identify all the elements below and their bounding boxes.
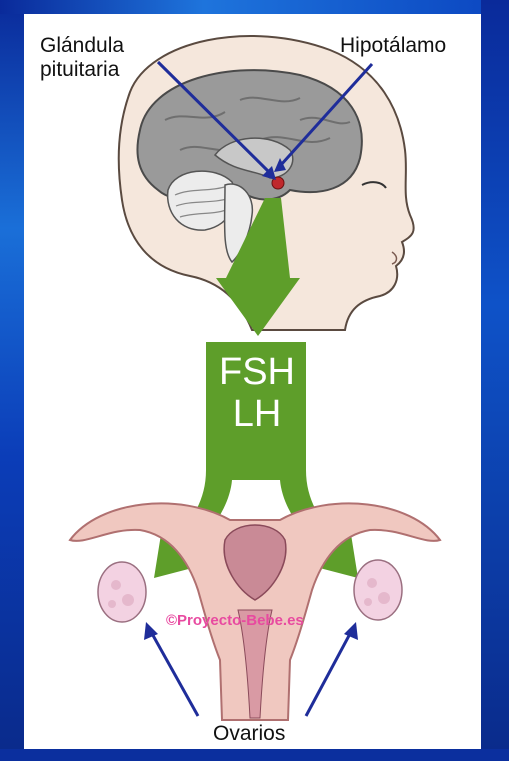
label-ovaries: Ovarios xyxy=(213,722,285,746)
watermark: ©Proyecto-Bebe.es xyxy=(166,612,304,629)
hormone-fsh: FSH xyxy=(202,352,312,392)
label-hypothalamus: Hipotálamo xyxy=(340,34,446,58)
left-ovary xyxy=(98,562,146,622)
label-pituitary: Glándula pituitaria xyxy=(40,34,124,82)
right-ovary xyxy=(354,560,402,620)
brain-illustration xyxy=(137,70,361,201)
hormone-lh: LH xyxy=(202,394,312,434)
